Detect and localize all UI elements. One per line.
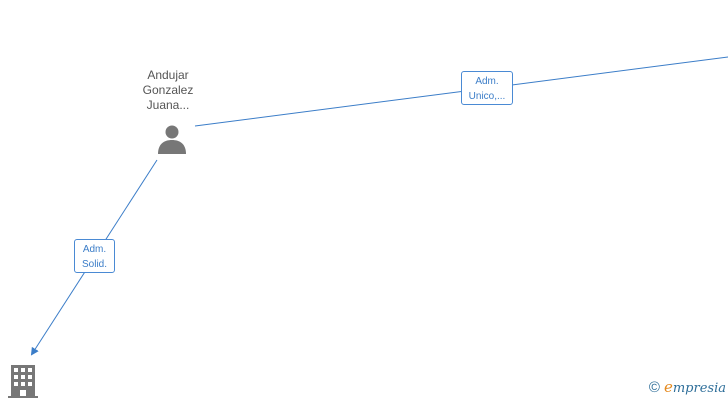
edge-label-line: Solid. bbox=[81, 259, 107, 270]
brand-rest: mpresia bbox=[672, 380, 726, 396]
edge-label-line: Adm. bbox=[82, 244, 107, 255]
person-name-label[interactable]: Andujar Gonzalez Juana... bbox=[128, 68, 208, 113]
copyright-icon: © bbox=[648, 378, 660, 396]
edge-label-adm-solid[interactable]: Adm. Solid. bbox=[74, 239, 115, 273]
edge-label-adm-unico[interactable]: Adm. Unico,... bbox=[461, 71, 513, 105]
brand-initial: e bbox=[663, 377, 673, 396]
person-name-line: Gonzalez bbox=[142, 83, 194, 97]
brand-logo: empresia bbox=[663, 377, 726, 396]
person-icon[interactable] bbox=[156, 123, 188, 155]
empresia-watermark: © empresia bbox=[649, 377, 726, 397]
building-icon[interactable] bbox=[8, 364, 38, 398]
edge-label-line: Adm. bbox=[475, 76, 499, 87]
edge-label-line: Unico,... bbox=[468, 91, 506, 102]
person-name-line: Juana... bbox=[146, 98, 190, 112]
person-name-line: Andujar bbox=[147, 68, 189, 82]
